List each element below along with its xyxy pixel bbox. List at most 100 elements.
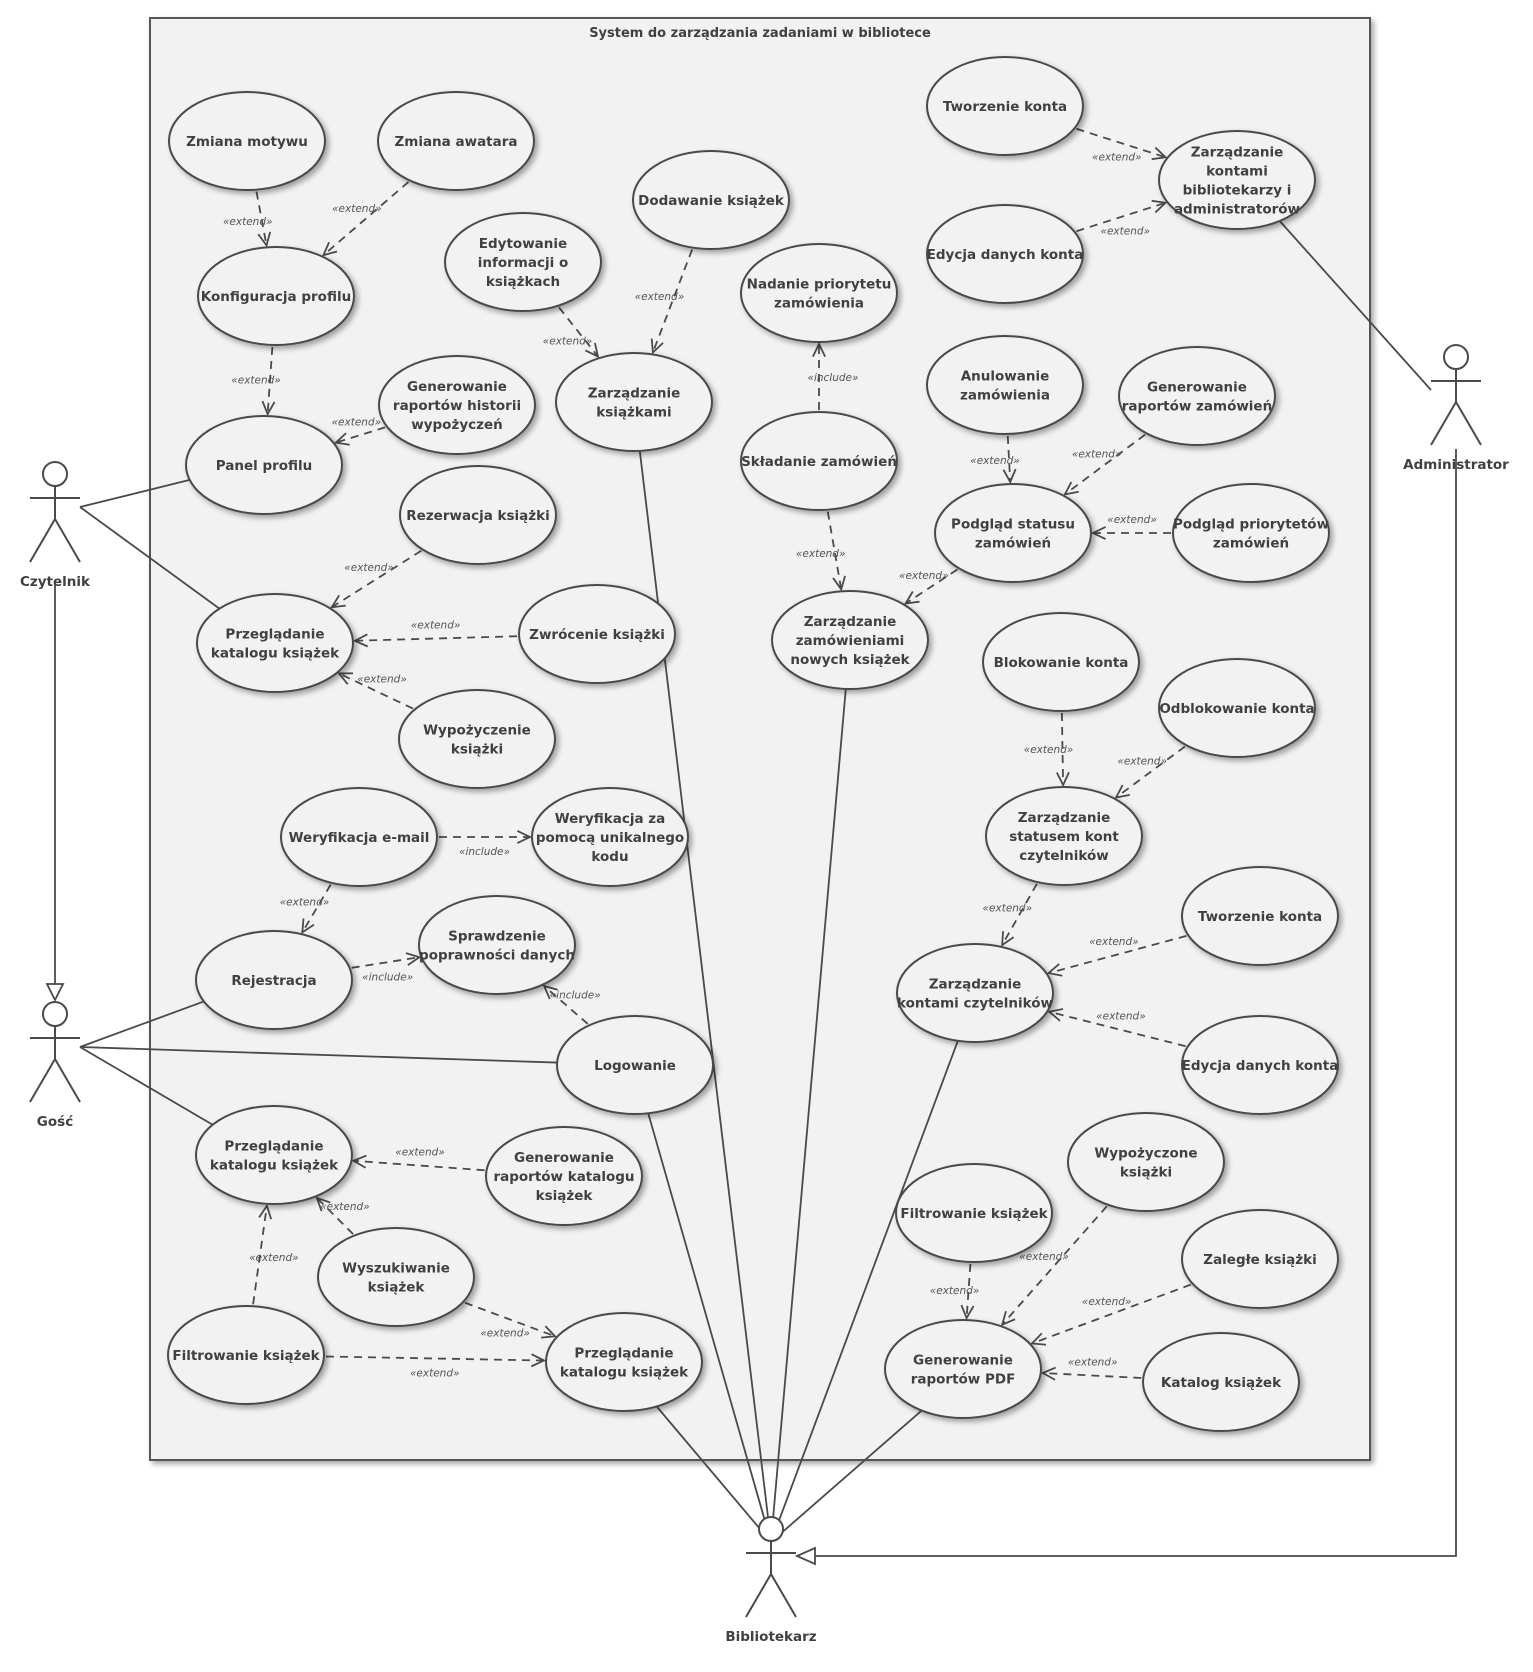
use-case-ellipse: [197, 246, 355, 346]
use-case-ellipse: [926, 56, 1084, 156]
relation-label: «extend»: [332, 417, 382, 429]
relation-extend: «extend»: [280, 884, 332, 935]
use-case-tworzenie1: Tworzenie konta: [926, 56, 1084, 156]
relation-extend: «extend»: [1024, 712, 1073, 788]
generalizations-layer: [45, 449, 1457, 1566]
use-case-ellipse: [555, 352, 713, 452]
use-case-ellipse: [985, 786, 1143, 886]
relation-extend: «extend»: [1047, 1008, 1186, 1048]
actor-label: Bibliotekarz: [725, 1629, 816, 1645]
relation-arrowhead: [337, 672, 354, 685]
actor-bibl-icon: Bibliotekarz: [725, 1516, 817, 1645]
use-case-label: Odblokowanie konta: [1159, 701, 1314, 717]
use-case-ellipse: [895, 1163, 1053, 1263]
use-case-ellipse: [926, 335, 1084, 435]
relation-line: [1049, 1010, 1186, 1048]
relation-extend: «extend»: [352, 620, 518, 648]
use-case-label: Nadanie priorytetu: [747, 277, 892, 293]
use-case-ellipse: [167, 1305, 325, 1405]
use-case-ellipse: [740, 243, 898, 343]
use-case-label: Edytowanie: [479, 236, 567, 252]
use-case-ellipse: [740, 411, 898, 511]
use-case-ellipse: [531, 787, 689, 887]
actor-head: [758, 1516, 784, 1542]
association-bibl-gen-pdf: [770, 1409, 923, 1543]
relation-extend: «extend»: [315, 1196, 370, 1235]
relation-arrowhead: [541, 1325, 557, 1339]
relation-label: «extend»: [543, 336, 593, 348]
use-case-ellipse: [1118, 346, 1276, 446]
generalization-arrowhead: [45, 983, 65, 1003]
association-bibl-zarz-czyt: [770, 1040, 959, 1543]
use-case-rezerwacja: Rezerwacja książki: [399, 465, 557, 565]
relation-arrowhead: [517, 830, 533, 844]
relation-arrowhead: [1001, 931, 1015, 947]
actor-label: Administrator: [1403, 457, 1509, 473]
use-case-blokowanie: Blokowanie konta: [982, 612, 1140, 712]
use-case-label: Generowanie: [514, 1150, 614, 1166]
relation-label: «extend»: [1107, 514, 1157, 526]
use-case-label: katalogu książek: [211, 646, 340, 662]
association-gosc-logowanie: [79, 1046, 558, 1064]
use-case-ellipse: [556, 1015, 714, 1115]
use-case-label: Generowanie: [913, 1353, 1013, 1369]
use-case-label: Wyszukiwanie: [342, 1261, 450, 1277]
use-case-label: Katalog książek: [1161, 1375, 1282, 1391]
actor-admin-icon: Administrator: [1403, 344, 1509, 473]
relation-label: «extend»: [395, 1147, 445, 1159]
use-case-label: Zarządzanie: [804, 614, 897, 630]
relation-extend: «extend»: [332, 417, 386, 446]
relation-arrowhead: [1063, 481, 1079, 496]
relation-arrowhead: [405, 952, 422, 966]
relation-label: «include»: [362, 971, 413, 983]
relation-arrowhead: [584, 342, 600, 359]
use-case-ellipse: [934, 483, 1092, 583]
use-case-label: katalogu książek: [560, 1365, 689, 1381]
relation-arrowhead: [1090, 526, 1106, 540]
actor-czytelnik-icon: Czytelnik: [20, 461, 91, 590]
use-case-label: Tworzenie konta: [943, 99, 1067, 115]
use-case-ellipse: [168, 91, 326, 191]
relation-extend: «extend»: [899, 568, 958, 605]
relation-line: [652, 249, 693, 353]
use-case-ellipse: [545, 1312, 703, 1412]
relation-label: «extend»: [320, 1201, 370, 1213]
relation-arrowhead: [542, 984, 558, 1000]
relation-label: «extend»: [899, 570, 949, 582]
use-case-label: raportów zamówień: [1122, 399, 1272, 415]
relation-label: «extend»: [796, 548, 846, 560]
use-case-label: czytelników: [1019, 848, 1109, 864]
relation-label: «extend»: [983, 903, 1033, 915]
use-case-label: nowych książek: [790, 652, 910, 668]
use-case-label: Rejestracja: [231, 973, 316, 989]
relation-line: [1115, 745, 1186, 799]
use-case-label: Zaległe książki: [1203, 1252, 1316, 1268]
actor-left-leg: [1430, 401, 1457, 446]
relation-arrowhead: [1030, 1332, 1047, 1346]
relation-label: «extend»: [231, 375, 281, 387]
relation-arrowhead: [1151, 146, 1168, 161]
relation-arrowhead: [351, 1154, 367, 1169]
use-case-label: Weryfikacja za: [555, 811, 666, 827]
relation-arrowhead: [1000, 1310, 1016, 1327]
generalization-arrowhead: [794, 1546, 816, 1566]
use-case-label: kontami: [1206, 164, 1268, 180]
use-case-label: Weryfikacja e-mail: [289, 830, 430, 846]
use-case-ellipse: [632, 150, 790, 250]
use-case-label: Wypożyczenie: [423, 723, 531, 739]
relation-include: «include»: [807, 341, 859, 410]
relation-extend: «extend»: [337, 672, 414, 710]
use-case-label: katalogu książek: [210, 1158, 339, 1174]
use-case-label: pomocą unikalnego: [536, 830, 684, 846]
use-case-label: Zmiana motywu: [186, 134, 308, 150]
use-case-label: raportów katalogu: [493, 1169, 634, 1185]
use-case-ellipse: [926, 204, 1084, 304]
